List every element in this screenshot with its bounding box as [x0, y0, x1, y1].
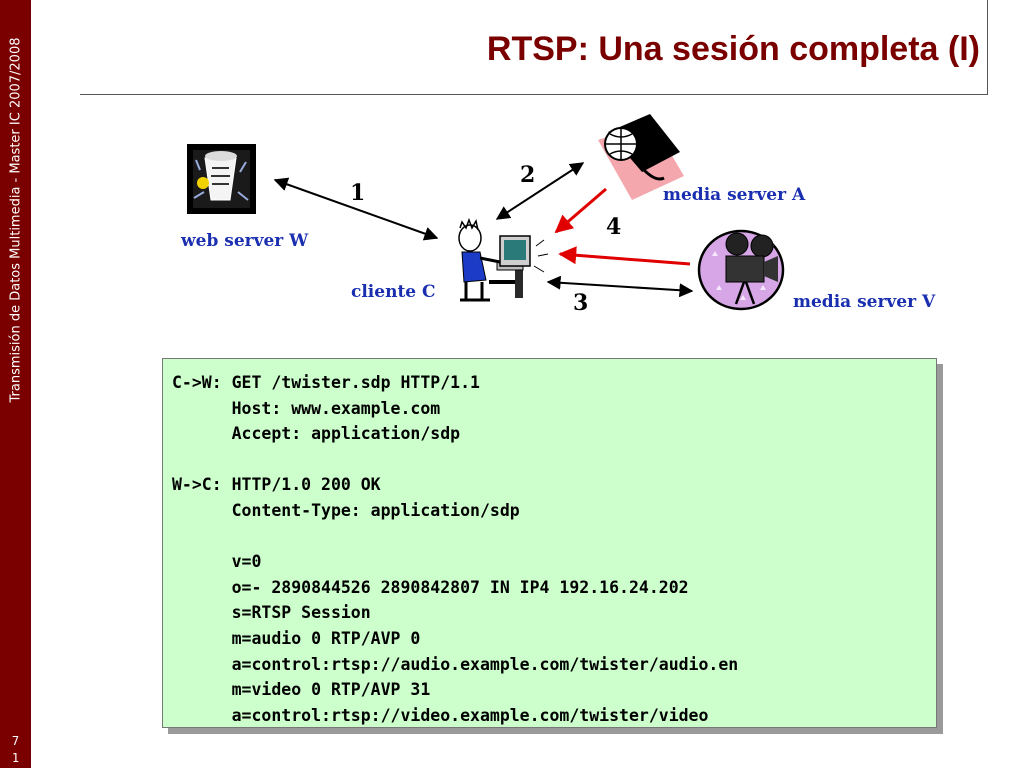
- http-exchange-box: C->W: GET /twister.sdp HTTP/1.1 Host: ww…: [162, 358, 937, 728]
- arrow-step-4a: [554, 187, 607, 234]
- web-server-icon: [187, 144, 256, 214]
- media-server-a-label: media server A: [663, 185, 806, 205]
- step-number-1: 1: [350, 180, 366, 206]
- title-underline: [80, 94, 988, 95]
- client-computer-icon: [458, 217, 549, 302]
- step-number-3: 3: [573, 290, 589, 316]
- http-exchange-text: C->W: GET /twister.sdp HTTP/1.1 Host: ww…: [172, 373, 739, 725]
- arrow-step-2: [495, 162, 585, 220]
- page-number-text: 7 1: [11, 734, 20, 765]
- media-server-a-icon: [598, 114, 684, 200]
- step-number-4: 4: [606, 214, 622, 240]
- media-server-v-label: media server V: [793, 292, 936, 312]
- web-server-label: web server W: [181, 231, 309, 251]
- page-number: 7 1: [0, 733, 31, 767]
- arrow-step-3: [546, 275, 694, 298]
- slide-title: RTSP: Una sesión completa (I): [486, 30, 980, 68]
- media-server-v-icon: [697, 229, 785, 311]
- arrow-step-4v: [558, 246, 691, 266]
- rtsp-diagram: [187, 114, 785, 311]
- step-number-2: 2: [520, 162, 536, 188]
- arrow-step-1: [273, 177, 439, 241]
- client-label: cliente C: [351, 282, 436, 302]
- sidebar: Transmisión de Datos Multimedia - Master…: [0, 0, 31, 768]
- title-right-border: [987, 0, 988, 95]
